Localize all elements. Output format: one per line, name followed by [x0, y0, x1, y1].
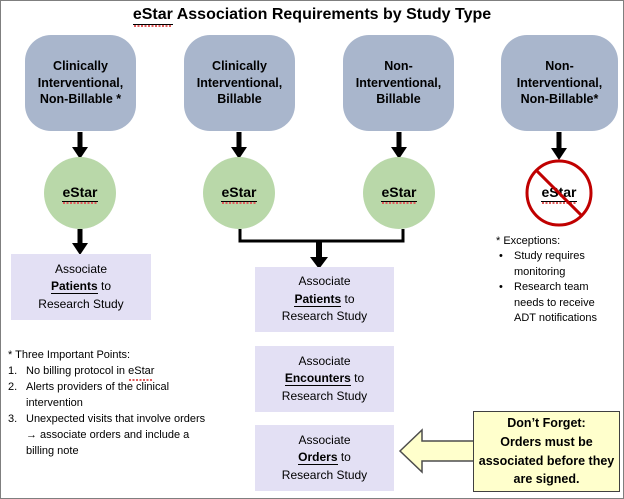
note-number: 1.: [8, 364, 18, 377]
assoc-keyword: Orders: [298, 450, 338, 466]
note-item-3: 3. Unexpected visits that involve orders…: [8, 412, 208, 460]
exceptions-list: * Exceptions: • Study requires monitorin…: [494, 234, 612, 326]
exceptions-heading: * Exceptions:: [496, 235, 561, 247]
dont-forget-callout: Don’t Forget: Orders must be associated …: [473, 411, 620, 492]
study-type-label: Clinically Interventional, Billable: [196, 58, 283, 107]
exception-text: Research team needs to receive ADT notif…: [514, 281, 597, 324]
assoc-line: Associate: [298, 353, 351, 368]
merge-bracket: [238, 229, 405, 243]
study-type-label: Clinically Interventional, Non-Billable …: [37, 58, 124, 107]
callout-left-arrow: [398, 428, 476, 474]
associate-patients-box-middle: Associate Patients to Research Study: [255, 267, 394, 332]
title-estar-word: eStar: [132, 6, 173, 28]
callout-heading: Don’t Forget:: [507, 416, 586, 430]
associate-orders-box: Associate Orders to Research Study: [255, 425, 394, 491]
title-rest: Association Requirements by Study Type: [172, 6, 492, 23]
assoc-keyword: Encounters: [284, 371, 351, 387]
estar-label: eStar: [541, 184, 577, 204]
assoc-keyword: Patients: [50, 279, 98, 295]
note-text: Unexpected visits that involve orders → …: [26, 412, 206, 457]
study-type-non-interventional-non-billable: Non-Interventional, Non-Billable*: [501, 35, 618, 131]
note-item-1: 1. No billing protocol in eStar: [8, 364, 208, 381]
study-type-clinically-interventional-billable: Clinically Interventional, Billable: [184, 35, 295, 131]
bullet-icon: •: [499, 250, 503, 263]
note-text: No billing protocol in eStar: [26, 364, 208, 381]
assoc-suffix: to: [337, 450, 351, 465]
assoc-line: Research Study: [281, 309, 368, 324]
callout-body: Orders must be associated before they ar…: [478, 434, 615, 487]
assoc-line: Research Study: [38, 296, 124, 311]
associate-encounters-box: Associate Encounters to Research Study: [255, 346, 394, 412]
assoc-line: Research Study: [281, 388, 368, 403]
notes-heading: * Three Important Points:: [8, 349, 131, 361]
estar-label: eStar: [62, 184, 98, 204]
assoc-suffix: to: [350, 371, 365, 386]
estar-circle-1: eStar: [44, 157, 116, 229]
assoc-line: Orders to: [298, 449, 351, 466]
bullet-icon: •: [499, 281, 503, 294]
assoc-line: Patients to: [294, 291, 355, 308]
note-item-2: 2. Alerts providers of the clinical inte…: [8, 380, 208, 412]
three-important-points: * Three Important Points: 1. No billing …: [8, 348, 208, 460]
assoc-line: Associate: [298, 432, 351, 447]
assoc-suffix: to: [97, 279, 112, 294]
estar-circle-2: eStar: [203, 157, 275, 229]
exception-item-1: • Study requires monitoring: [494, 249, 612, 280]
page-title: eStar Association Requirements by Study …: [1, 6, 623, 28]
study-type-label: Non-Interventional, Billable: [355, 58, 442, 107]
note-text: Alerts providers of the clinical interve…: [26, 380, 170, 409]
exception-text: Study requires monitoring: [514, 250, 585, 278]
study-type-non-interventional-billable: Non-Interventional, Billable: [343, 35, 454, 131]
assoc-suffix: to: [341, 291, 355, 306]
assoc-line: Encounters to: [284, 370, 365, 387]
down-arrows: [72, 132, 567, 269]
assoc-line: Associate: [54, 261, 108, 276]
study-type-label: Non-Interventional, Non-Billable*: [516, 58, 603, 107]
estar-circle-3: eStar: [363, 157, 435, 229]
note-estar-word: eStar: [128, 364, 154, 381]
note-number: 2.: [8, 380, 18, 393]
estar-prohibited: eStar: [527, 157, 591, 229]
exception-item-2: • Research team needs to receive ADT not…: [494, 280, 612, 326]
study-type-clinically-interventional-non-billable: Clinically Interventional, Non-Billable …: [25, 35, 136, 131]
assoc-line: Research Study: [281, 467, 368, 482]
note-text-pre: No billing protocol in: [26, 364, 129, 377]
note-number: 3.: [8, 412, 18, 425]
estar-label: eStar: [381, 184, 417, 204]
assoc-keyword: Patients: [294, 291, 342, 307]
assoc-line: Patients to: [50, 278, 112, 295]
estar-label: eStar: [221, 184, 257, 204]
assoc-line: Associate: [298, 274, 351, 289]
associate-patients-box-left: Associate Patients to Research Study: [11, 254, 151, 320]
